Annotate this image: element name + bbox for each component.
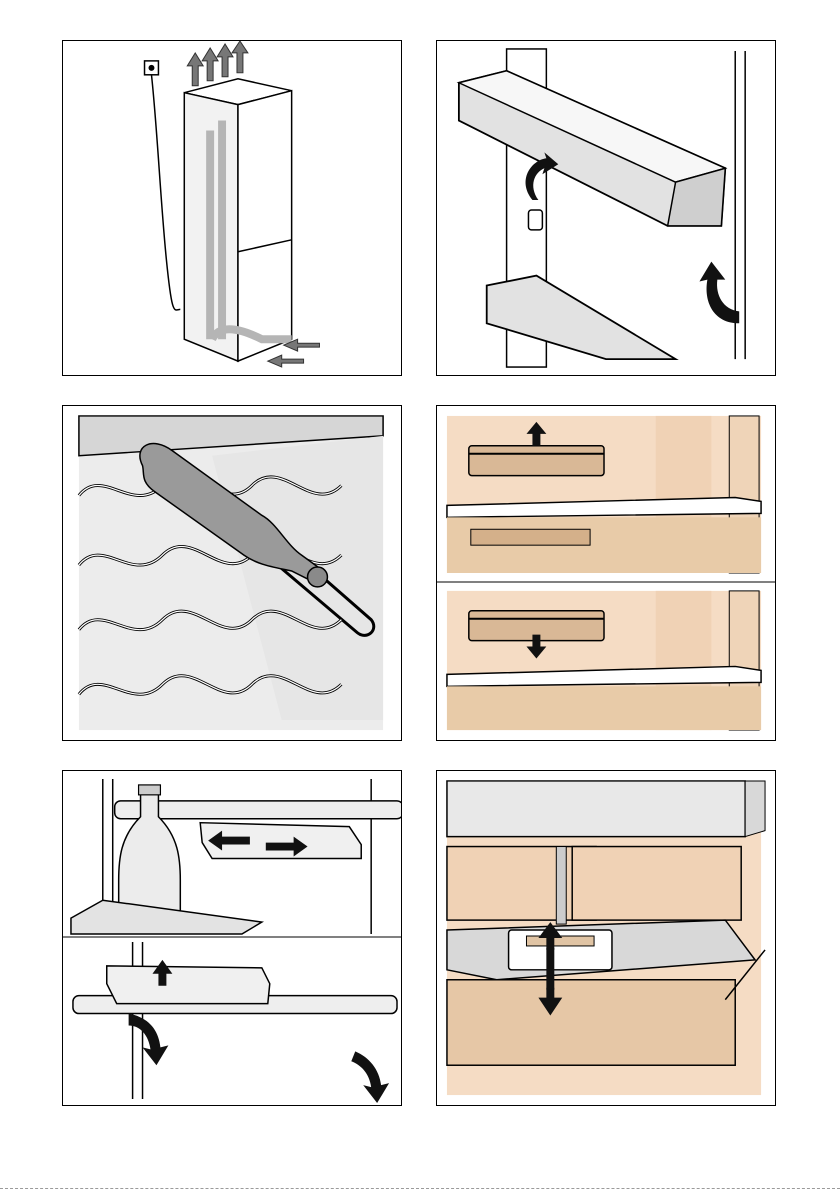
curved-arrow-left-icon bbox=[129, 1014, 169, 1066]
illustration-door-shelf-removal bbox=[436, 40, 776, 376]
shelf-box-lower bbox=[107, 966, 270, 1004]
appliance-front bbox=[238, 91, 292, 361]
page-cut-line bbox=[0, 1188, 840, 1189]
drawer-divider-drawing bbox=[437, 771, 775, 1105]
illustration-shelf-box bbox=[62, 770, 402, 1106]
drawer-right bbox=[572, 847, 741, 921]
illustration-drawer-divider bbox=[436, 770, 776, 1106]
lift-arrow-right-icon bbox=[699, 262, 739, 324]
glass-shelf-top bbox=[447, 781, 745, 837]
door-shelf-drawing bbox=[437, 41, 775, 375]
illustration-ventilation bbox=[62, 40, 402, 376]
shelf-insert-drawing bbox=[437, 406, 775, 740]
curved-arrow-right-icon bbox=[351, 1051, 389, 1103]
drawer-bottom bbox=[447, 980, 735, 1065]
ventilation-drawing bbox=[63, 41, 401, 375]
power-cable bbox=[151, 75, 180, 310]
bottle-rack-drawing bbox=[63, 406, 401, 740]
shelf-insert-upper bbox=[469, 446, 604, 476]
illustration-shelf-insert bbox=[436, 405, 776, 741]
shelf-box-drawing bbox=[63, 771, 401, 1105]
illustration-bottle-rack bbox=[62, 405, 402, 741]
